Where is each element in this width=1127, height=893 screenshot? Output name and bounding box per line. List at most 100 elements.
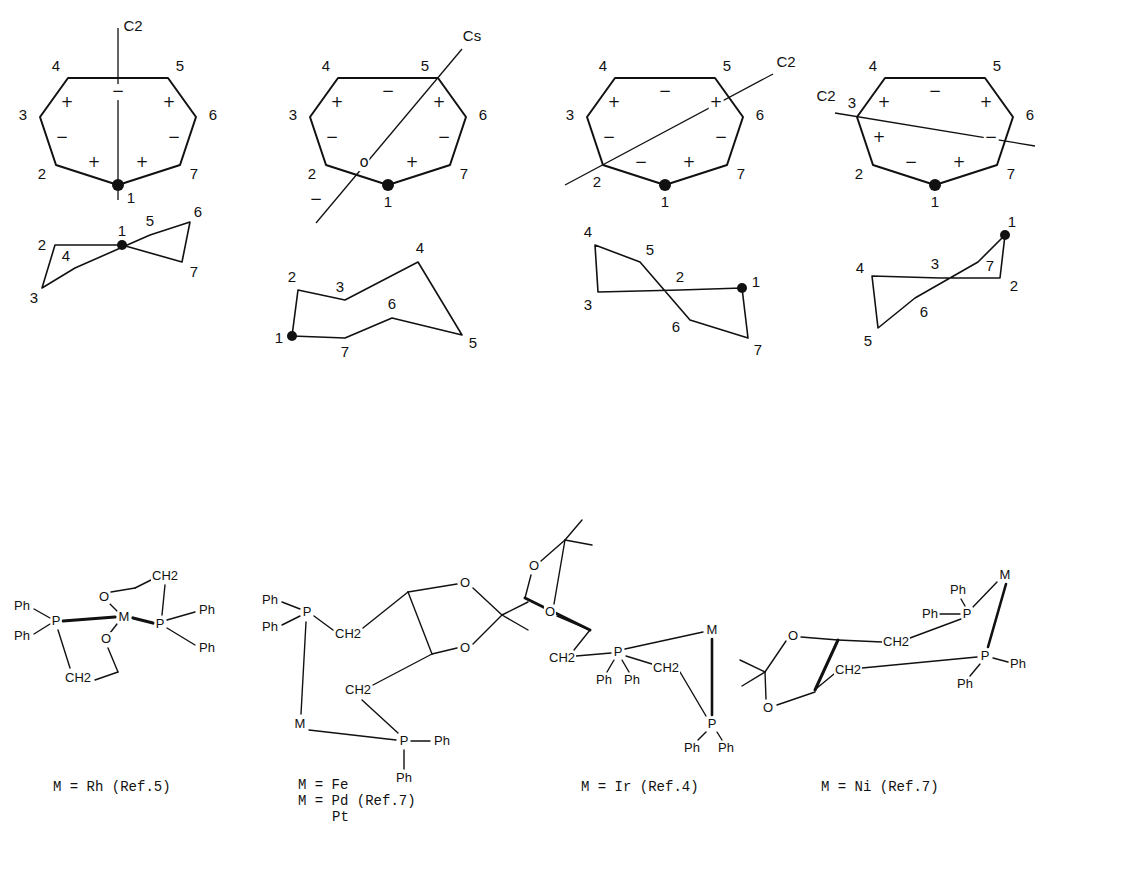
torsion-sign: + <box>682 155 697 171</box>
torsion-sign: − <box>634 155 649 171</box>
ring-outline <box>857 78 1013 185</box>
atom-number: 5 <box>145 213 155 229</box>
atom-number: 2 <box>854 166 864 182</box>
atom-label: Ph <box>717 741 735 755</box>
atom-label: M <box>706 623 719 637</box>
atom-number: 2 <box>37 237 47 253</box>
ring-conformer <box>872 235 1005 328</box>
torsion-sign: − <box>658 84 673 100</box>
metal-dot <box>1000 230 1010 240</box>
atom-number: 6 <box>1025 107 1035 123</box>
atom-number: 4 <box>598 58 608 74</box>
ring-outline <box>310 78 466 185</box>
atom-label: Ph <box>13 599 31 613</box>
atom-label: O <box>459 576 471 590</box>
ir-structure <box>525 520 722 740</box>
atom-number: 5 <box>992 58 1002 74</box>
atom-number: 5 <box>175 58 185 74</box>
symmetry-axis <box>316 49 462 223</box>
atom-label: Ph <box>956 677 974 691</box>
atom-label: O <box>787 629 799 643</box>
atom-label: P <box>613 645 624 659</box>
atom-number: 1 <box>660 194 670 210</box>
atom-label: Ph <box>949 583 967 597</box>
atom-number: 3 <box>583 297 593 313</box>
metal-dot <box>659 179 671 191</box>
torsion-sign: o <box>358 155 369 171</box>
symmetry-axis <box>835 113 1035 146</box>
atom-number: 5 <box>645 242 655 258</box>
torsion-sign: + <box>60 95 75 111</box>
atom-number: 3 <box>335 279 345 295</box>
atom-label: P <box>302 605 313 619</box>
torsion-sign: − <box>309 192 324 208</box>
atom-number: 4 <box>415 240 425 256</box>
atom-label: CH2 <box>548 651 576 665</box>
metal-dot <box>287 331 297 341</box>
atom-label: P <box>980 649 991 663</box>
atom-number: 1 <box>126 190 136 206</box>
caption: Pt <box>331 810 350 825</box>
atom-label: Ph <box>261 593 279 607</box>
metal-dot <box>117 240 127 250</box>
atom-number: 6 <box>208 107 218 123</box>
torsion-sign: − <box>602 130 617 146</box>
atom-number: 1 <box>930 194 940 210</box>
caption: M = Ir (Ref.4) <box>580 780 700 795</box>
atom-label: P <box>707 717 718 731</box>
torsion-sign: − <box>325 130 340 146</box>
atom-number: 2 <box>592 174 602 190</box>
rh-structure <box>34 580 195 680</box>
torsion-sign: − <box>381 84 396 100</box>
torsion-sign: + <box>135 155 150 171</box>
fe-pd-pt-structure <box>282 584 528 769</box>
torsion-sign: − <box>111 84 126 100</box>
axis-label: C2 <box>122 18 143 34</box>
metal-dot <box>737 283 747 293</box>
torsion-sign: − <box>55 130 70 146</box>
atom-number: 4 <box>855 260 865 276</box>
metal-dot <box>382 179 394 191</box>
torsion-sign: + <box>979 95 994 111</box>
atom-number: 1 <box>117 223 127 239</box>
torsion-sign: + <box>432 95 447 111</box>
atom-number: 3 <box>847 95 857 111</box>
atom-number: 2 <box>287 269 297 285</box>
torsion-sign: + <box>877 95 892 111</box>
caption: M = Fe <box>297 778 349 793</box>
torsion-sign: + <box>952 155 967 171</box>
ni-structure <box>740 582 1008 705</box>
atom-label: O <box>762 701 774 715</box>
atom-label: CH2 <box>882 635 910 649</box>
atom-label: O <box>100 632 112 646</box>
caption: M = Rh (Ref.5) <box>52 780 172 795</box>
atom-number: 2 <box>675 269 685 285</box>
atom-label: P <box>51 614 62 628</box>
torsion-sign: − <box>928 84 943 100</box>
axis-label: C2 <box>815 88 836 104</box>
torsion-sign: + <box>607 95 622 111</box>
atom-label: Ph <box>1009 657 1027 671</box>
torsion-sign: + <box>405 155 420 171</box>
atom-label: Ph <box>433 734 451 748</box>
atom-number: 2 <box>37 166 47 182</box>
atom-number: 7 <box>189 264 199 280</box>
atom-number: 6 <box>478 107 488 123</box>
atom-number: 5 <box>722 58 732 74</box>
atom-number: 6 <box>387 296 397 312</box>
atom-label: CH2 <box>652 661 680 675</box>
atom-label: CH2 <box>834 663 862 677</box>
symmetry-axis <box>565 74 773 185</box>
ring-conformer <box>42 222 190 288</box>
atom-number: 4 <box>61 248 71 264</box>
atom-label: Ph <box>595 673 613 687</box>
torsion-sign: + <box>87 155 102 171</box>
atom-label: M <box>118 610 131 624</box>
torsion-sign: − <box>904 155 919 171</box>
atom-label: M <box>999 568 1012 582</box>
atom-label: P <box>155 617 166 631</box>
torsion-sign: + <box>709 95 724 111</box>
atom-label: CH2 <box>151 569 179 583</box>
atom-number: 1 <box>383 194 393 210</box>
